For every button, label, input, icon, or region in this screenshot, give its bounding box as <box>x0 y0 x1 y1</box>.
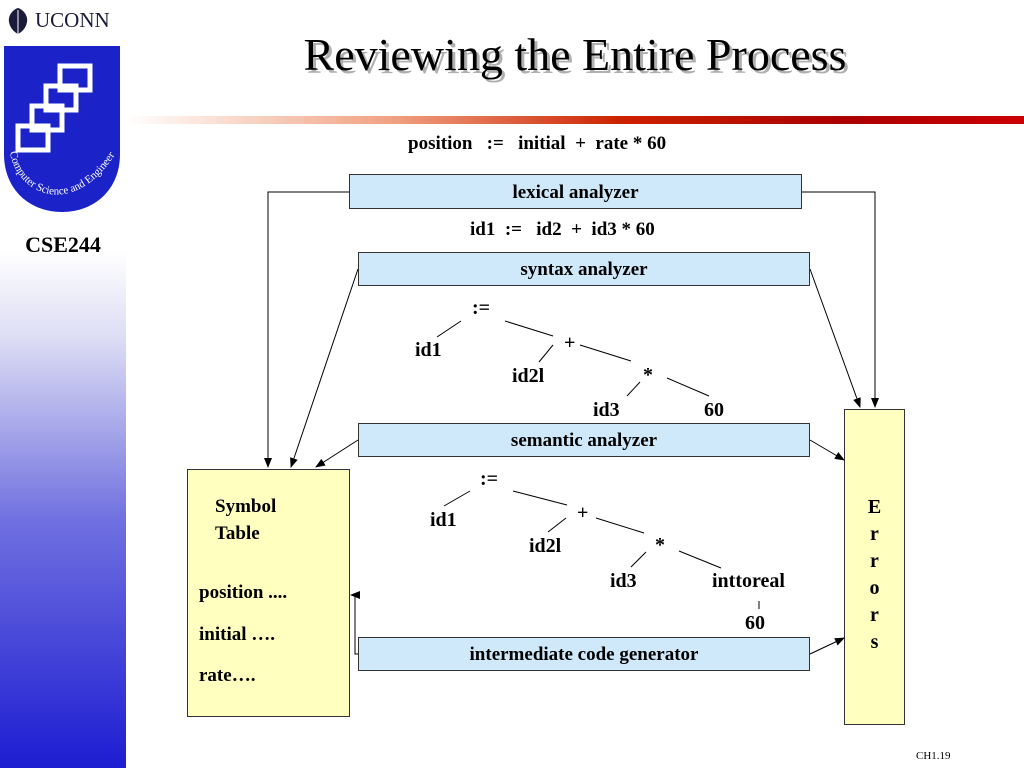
semantic-tree-plus-node: + <box>577 502 589 524</box>
tree-edge <box>538 344 554 363</box>
intermediate-code-generator-label: intermediate code generator <box>469 644 699 665</box>
course-code: CSE244 <box>25 232 101 257</box>
intermediate-to-symbol-table-arrow <box>350 591 360 655</box>
symbol-table-box: Symbol Table position .... initial …. ra… <box>187 469 350 717</box>
semantic-tree-id3-node: id3 <box>610 570 637 592</box>
lexical-to-errors-arrow <box>802 191 879 408</box>
syntax-tree-id1-node: id1 <box>415 339 442 361</box>
symbol-table-entry: initial …. <box>199 624 276 645</box>
source-statement: position := initial + rate * 60 <box>408 133 667 154</box>
errors-box: E r r o r s <box>844 409 905 725</box>
semantic-to-symbol-table-arrow <box>315 439 359 468</box>
symbol-table-title: Symbol <box>215 496 277 517</box>
lexical-analyzer-box: lexical analyzer <box>349 174 802 209</box>
semantic-analyzer-label: semantic analyzer <box>510 430 658 451</box>
department-seal: Computer Science and Engineering <box>2 44 120 212</box>
semantic-tree-num-node: 60 <box>745 612 765 634</box>
syntax-analyzer-label: syntax analyzer <box>520 259 648 280</box>
symbol-table-title-2: Table <box>215 523 260 544</box>
uconn-logo-text: UCONN <box>35 8 110 32</box>
syntax-analyzer-box: syntax analyzer <box>358 252 810 286</box>
tree-edge <box>443 490 471 507</box>
computer-stack-icon <box>15 63 93 153</box>
intermediate-to-errors-arrow <box>809 637 845 655</box>
syntax-to-symbol-table-arrow <box>290 268 359 468</box>
lexical-to-symbol-table-arrow <box>264 191 349 468</box>
tree-edge <box>547 517 567 533</box>
lexical-analyzer-label: lexical analyzer <box>512 182 639 203</box>
tree-edge <box>579 344 632 362</box>
tree-edge <box>504 320 554 337</box>
symbol-table-entry: rate…. <box>199 665 256 686</box>
tree-edge <box>512 490 568 506</box>
semantic-tree-id2-node: id2l <box>529 535 562 557</box>
syntax-to-errors-arrow <box>809 268 861 408</box>
syntax-tree-times-node: * <box>643 364 653 386</box>
slide-number: CH1.19 <box>916 750 951 762</box>
syntax-tree-num-node: 60 <box>704 399 724 421</box>
tree-edge <box>436 320 462 338</box>
errors-letter: r <box>870 523 879 545</box>
title-underline <box>126 116 1024 124</box>
semantic-tree-times-node: * <box>655 534 665 556</box>
slide-title: Reviewing the Entire Process <box>303 29 847 80</box>
tree-edge <box>626 381 641 397</box>
syntax-tree-id3-node: id3 <box>593 399 620 421</box>
tree-edge <box>678 550 722 569</box>
errors-letter: s <box>870 631 879 653</box>
errors-letter: r <box>870 604 879 626</box>
semantic-tree-conversion-node: inttoreal <box>712 570 785 592</box>
errors-letter: o <box>869 577 880 599</box>
errors-letter: E <box>867 496 882 518</box>
intermediate-code-generator-box: intermediate code generator <box>358 637 810 671</box>
tree-edge <box>595 517 645 534</box>
tree-edge <box>630 551 647 568</box>
errors-letter: r <box>870 550 879 572</box>
oak-leaf-icon <box>8 8 28 34</box>
symbol-table-entry: position .... <box>199 582 288 603</box>
tree-edge <box>666 377 710 397</box>
semantic-analyzer-box: semantic analyzer <box>358 423 810 457</box>
syntax-tree-id2-node: id2l <box>512 365 545 387</box>
semantic-to-errors-arrow <box>809 439 845 461</box>
token-stream: id1 := id2 + id3 * 60 <box>470 219 655 240</box>
syntax-tree-plus-node: + <box>564 332 576 354</box>
semantic-tree-assign-node: := <box>480 468 499 490</box>
syntax-tree-assign-node: := <box>472 297 491 319</box>
semantic-tree-id1-node: id1 <box>430 509 457 531</box>
